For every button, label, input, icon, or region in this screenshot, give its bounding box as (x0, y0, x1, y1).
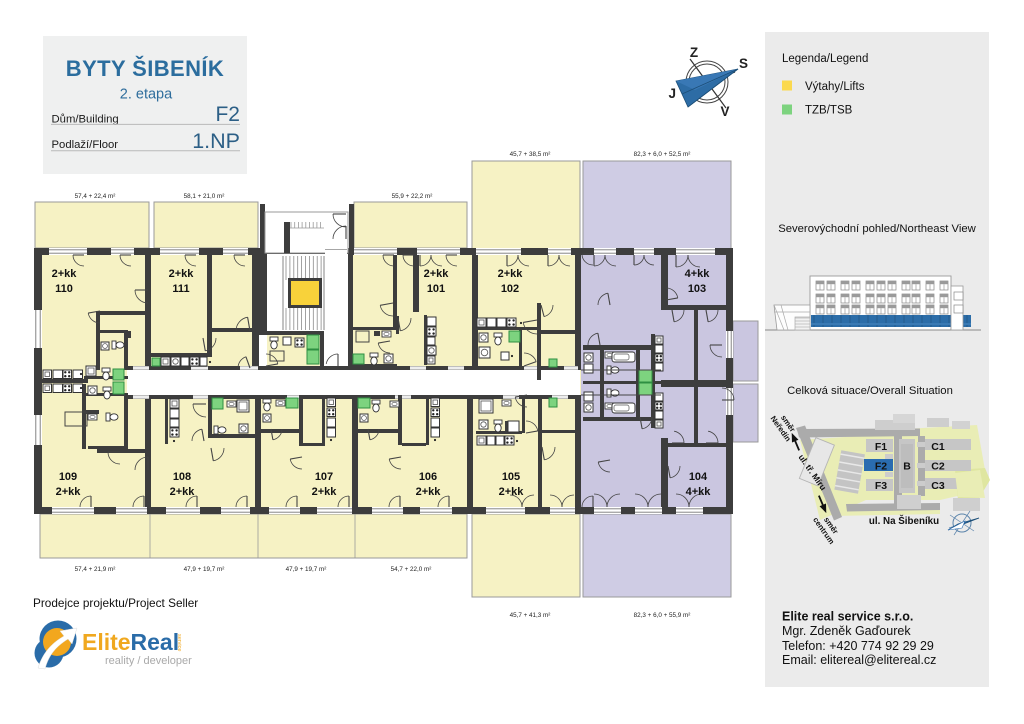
svg-text:Telefon: +420 774 92 29 29: Telefon: +420 774 92 29 29 (782, 639, 934, 653)
svg-text:Z: Z (690, 45, 698, 60)
svg-text:47,9 + 19,7 m²: 47,9 + 19,7 m² (184, 566, 225, 573)
svg-text:45,7 + 38,5 m²: 45,7 + 38,5 m² (510, 151, 551, 158)
svg-text:2+kk: 2+kk (52, 268, 78, 280)
svg-text:4+kk: 4+kk (686, 486, 712, 498)
svg-text:J: J (668, 86, 676, 101)
svg-text:101: 101 (427, 283, 445, 295)
svg-text:Severovýchodní pohled/Northeas: Severovýchodní pohled/Northeast View (778, 223, 976, 235)
svg-text:82,3 + 6,0 + 55,9 m²: 82,3 + 6,0 + 55,9 m² (634, 612, 691, 619)
svg-text:2+kk: 2+kk (170, 486, 196, 498)
svg-text:V: V (720, 104, 729, 119)
svg-text:102: 102 (501, 283, 519, 295)
svg-text:2+kk: 2+kk (169, 268, 195, 280)
svg-text:Mgr. Zdeněk Gaďourek: Mgr. Zdeněk Gaďourek (782, 624, 911, 638)
svg-text:47,9 + 19,7 m²: 47,9 + 19,7 m² (286, 566, 327, 573)
svg-text:Legenda/Legend: Legenda/Legend (782, 53, 868, 65)
svg-text:Dům/Building: Dům/Building (52, 113, 119, 125)
svg-text:109: 109 (59, 471, 77, 483)
svg-text:82,3 + 6,0 + 52,5 m²: 82,3 + 6,0 + 52,5 m² (634, 151, 691, 158)
svg-text:Celková situace/Overall Situat: Celková situace/Overall Situation (787, 385, 953, 397)
svg-text:103: 103 (688, 283, 706, 295)
svg-text:2+kk: 2+kk (56, 486, 82, 498)
svg-text:Výtahy/Lifts: Výtahy/Lifts (805, 81, 865, 93)
svg-text:55,9 + 22,2 m²: 55,9 + 22,2 m² (392, 193, 433, 200)
svg-text:F2: F2 (875, 461, 887, 473)
svg-text:service: service (176, 634, 182, 651)
svg-text:Elite real service s.r.o.: Elite real service s.r.o. (782, 610, 913, 624)
svg-text:Podlaží/Floor: Podlaží/Floor (52, 139, 119, 151)
svg-text:Prodejce projektu/Project Sell: Prodejce projektu/Project Seller (33, 596, 198, 610)
svg-text:57,4 + 22,4 m²: 57,4 + 22,4 m² (75, 193, 116, 200)
svg-text:4+kk: 4+kk (685, 268, 711, 280)
svg-text:2. etapa: 2. etapa (120, 87, 173, 103)
svg-text:reality / developer: reality / developer (105, 655, 192, 667)
svg-text:S: S (739, 56, 748, 71)
svg-text:58,1 + 21,0 m²: 58,1 + 21,0 m² (184, 193, 225, 200)
svg-text:C3: C3 (931, 480, 945, 492)
svg-text:2+kk: 2+kk (499, 486, 525, 498)
svg-text:45,7 + 41,3 m²: 45,7 + 41,3 m² (510, 612, 551, 619)
svg-text:Elite: Elite (82, 629, 131, 655)
svg-text:108: 108 (173, 471, 191, 483)
svg-text:106: 106 (419, 471, 437, 483)
svg-text:F3: F3 (875, 480, 887, 492)
svg-text:F2: F2 (215, 103, 240, 126)
svg-text:B: B (903, 461, 911, 473)
svg-text:TZB/TSB: TZB/TSB (805, 105, 853, 117)
svg-text:110: 110 (55, 283, 73, 295)
svg-text:2+kk: 2+kk (424, 268, 450, 280)
svg-text:C1: C1 (931, 441, 945, 453)
svg-text:C2: C2 (931, 461, 945, 473)
svg-text:57,4 + 21,9 m²: 57,4 + 21,9 m² (75, 566, 116, 573)
svg-text:2+kk: 2+kk (498, 268, 524, 280)
svg-text:F1: F1 (875, 441, 887, 453)
svg-text:107: 107 (315, 471, 333, 483)
svg-text:1.NP: 1.NP (192, 129, 240, 153)
svg-text:2+kk: 2+kk (416, 486, 442, 498)
svg-text:Real: Real (131, 629, 180, 655)
svg-text:104: 104 (689, 471, 708, 483)
svg-text:ul. Na Šibeníku: ul. Na Šibeníku (869, 515, 939, 527)
svg-text:54,7 + 22,0 m²: 54,7 + 22,0 m² (391, 566, 432, 573)
svg-text:2+kk: 2+kk (312, 486, 338, 498)
svg-text:BYTY ŠIBENÍK: BYTY ŠIBENÍK (66, 56, 224, 81)
svg-text:Email: elitereal@elitereal.cz: Email: elitereal@elitereal.cz (782, 653, 936, 667)
svg-text:111: 111 (172, 283, 189, 295)
svg-text:105: 105 (502, 471, 520, 483)
